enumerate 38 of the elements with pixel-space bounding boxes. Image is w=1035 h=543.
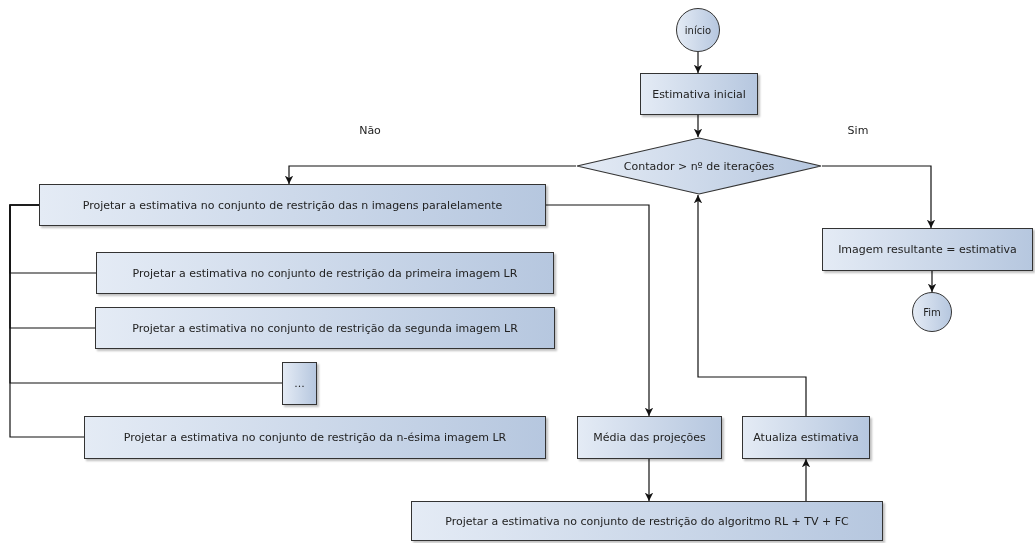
arrow: [693, 194, 807, 417]
process-box: [742, 416, 870, 459]
process-box: [411, 501, 883, 541]
process-box: [95, 307, 555, 349]
node-label: Projetar a estimativa no conjunto de restrição da segunda imagem LR: [132, 321, 518, 335]
process-box: [640, 73, 758, 115]
edge-label: Sim: [845, 123, 871, 137]
process-box: [84, 416, 546, 459]
terminal-circle: [676, 8, 720, 52]
process-box: [96, 252, 554, 294]
terminal-circle: [912, 292, 952, 332]
node-label: início: [684, 24, 712, 36]
arrow: [801, 458, 811, 502]
node-label: Média das projeções: [593, 431, 706, 444]
decision-diamond: [576, 137, 822, 195]
node-label: Imagem resultante = estimativa: [838, 243, 1017, 256]
arrow: [693, 51, 703, 74]
node-label: Projetar a estimativa no conjunto de restrição do algoritmo RL + TV + FC: [445, 514, 849, 528]
process-box: [577, 416, 722, 459]
process-box: [282, 362, 317, 405]
node-label: ...: [294, 377, 305, 390]
arrow: [545, 204, 654, 417]
node-label: Estimativa inicial: [652, 87, 746, 101]
arrow: [693, 114, 703, 138]
connector-line: [9, 204, 85, 438]
node-label: Atualiza estimativa: [753, 431, 859, 444]
arrow: [644, 458, 654, 502]
node-label: Fim: [923, 306, 941, 318]
process-box: [39, 184, 546, 226]
edge-label: Não: [357, 123, 383, 137]
node-label: Projetar a estimativa no conjunto de restrição da n-ésima imagem LR: [123, 431, 507, 444]
arrow: [927, 270, 937, 293]
arrow: [284, 165, 577, 185]
node-label: Contador > nº de iterações: [623, 159, 775, 173]
process-box: [822, 228, 1033, 271]
arrow: [821, 165, 936, 229]
node-label: Projetar a estimativa no conjunto de restrição das n imagens paralelamente: [82, 198, 503, 212]
node-label: Projetar a estimativa no conjunto de restrição da primeira imagem LR: [132, 266, 518, 280]
